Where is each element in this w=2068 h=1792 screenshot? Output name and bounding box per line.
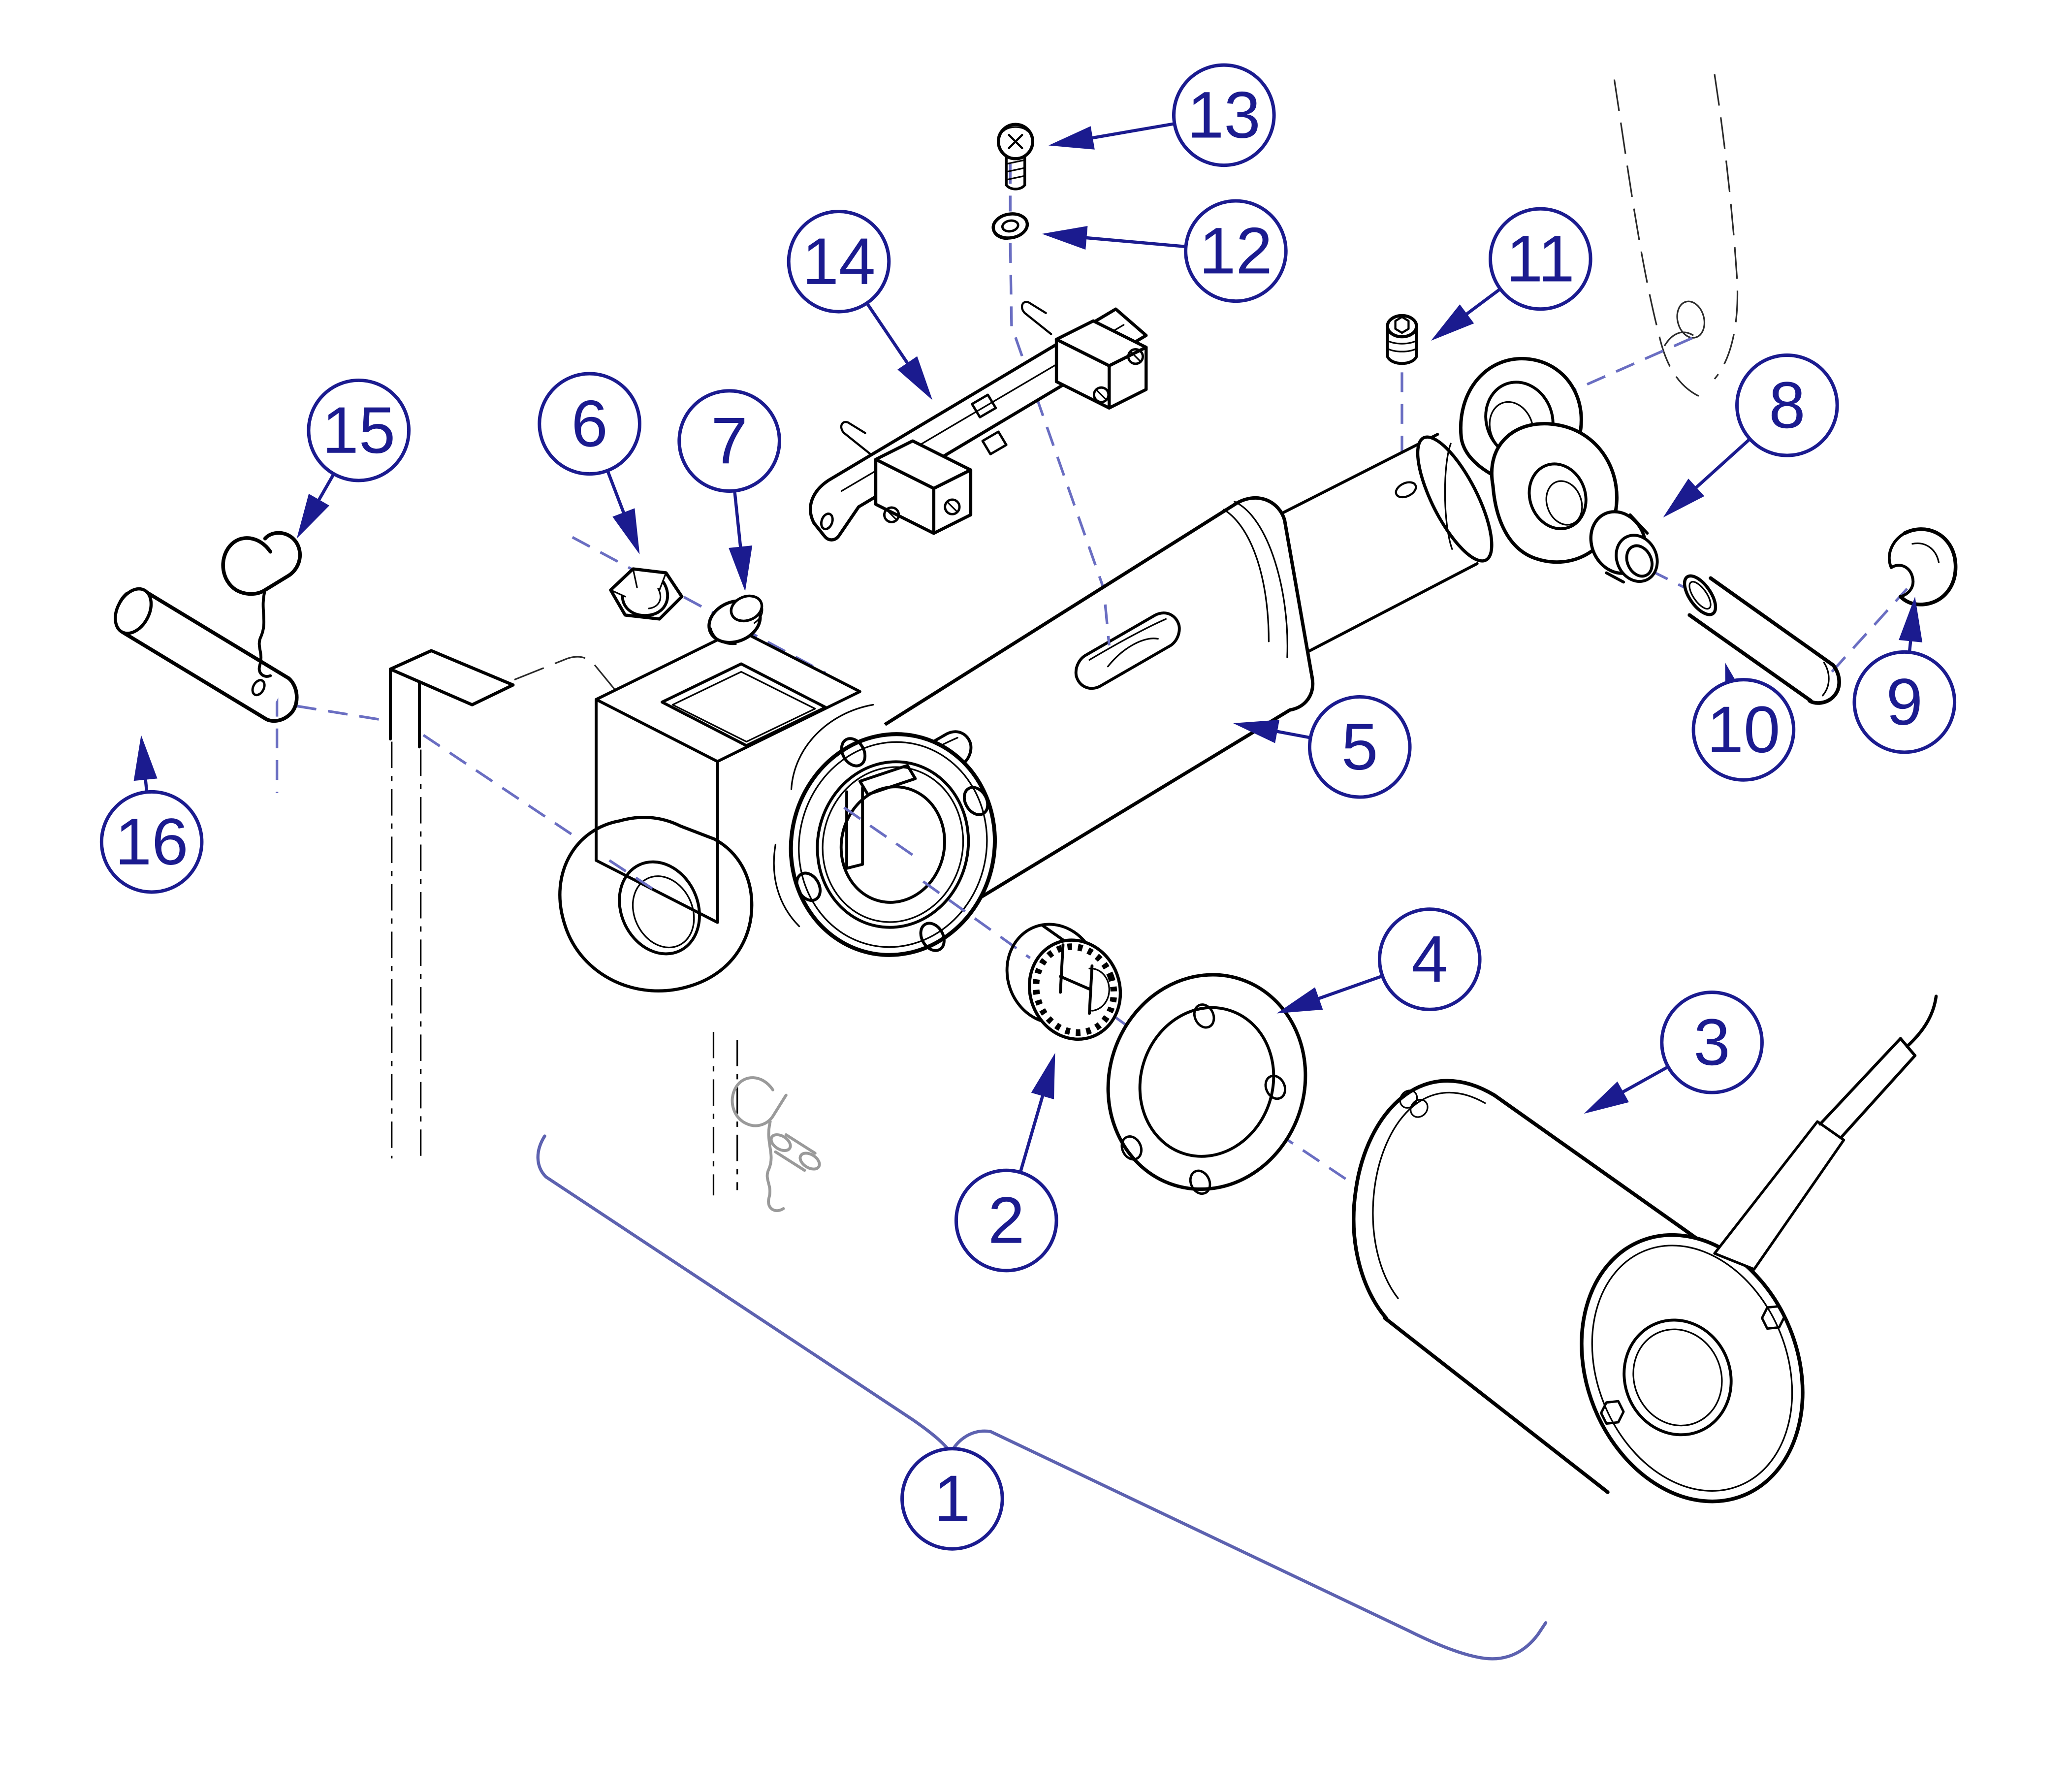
- callout-15-hairpin-clip: 15: [296, 378, 411, 539]
- callout-leader-line: [1691, 438, 1751, 492]
- callout-number: 14: [802, 225, 875, 298]
- callout-number: 13: [1187, 78, 1261, 152]
- callout-number: 3: [1693, 1006, 1730, 1079]
- callout-8-pivot-bushing: 8: [1663, 353, 1839, 518]
- callout-2-spline-coupler: 2: [954, 1053, 1058, 1273]
- callout-leader-line: [733, 490, 743, 552]
- callout-leader-line: [315, 473, 335, 505]
- gearbox-housing: [558, 628, 893, 1196]
- callout-11-set-screw: 11: [1431, 207, 1592, 341]
- callout-leader-line: [1313, 974, 1383, 1002]
- callout-arrowhead: [1233, 720, 1280, 743]
- hairpin-clip: [221, 531, 302, 678]
- washer: [991, 212, 1029, 240]
- callout-12-washer: 12: [1042, 199, 1288, 303]
- spline-coupler: [1005, 923, 1122, 1041]
- phantom-upper-arm: [1613, 74, 1739, 397]
- motor: [1351, 994, 1938, 1504]
- callout-balloon: [1489, 207, 1592, 311]
- callout-arrowhead: [133, 735, 158, 781]
- callout-number: 1: [934, 1462, 971, 1536]
- clevis-pin: [1683, 574, 1841, 705]
- callout-number: 6: [571, 387, 608, 460]
- callout-1-assembly-group: 1: [900, 1447, 1004, 1551]
- callout-3-motor: 3: [1584, 991, 1764, 1114]
- callout-number: 15: [322, 394, 395, 467]
- set-screw: [1386, 314, 1418, 365]
- callout-arrowhead: [1042, 226, 1088, 250]
- callout-6-hex-nut: 6: [538, 372, 641, 555]
- callout-balloon: [787, 210, 891, 314]
- callout-7-flanged-bumper: 7: [677, 389, 781, 592]
- callout-16-headed-clevis-pin: 16: [99, 735, 204, 894]
- mount-plate: [388, 649, 515, 1159]
- callout-leader-line: [1462, 288, 1501, 319]
- callout-leader-line: [606, 470, 627, 518]
- callout-balloon: [677, 389, 781, 493]
- callout-arrowhead: [1276, 987, 1323, 1014]
- callout-leader-line: [1081, 235, 1186, 249]
- callout-arrowhead: [1663, 479, 1705, 518]
- callout-arrowhead: [1431, 304, 1474, 341]
- headed-clevis-pin: [114, 587, 299, 723]
- callout-number: 12: [1199, 214, 1273, 288]
- callout-13-pan-head-screw: 13: [1048, 63, 1276, 167]
- callout-number: 11: [1506, 222, 1575, 295]
- callout-balloon: [99, 790, 204, 894]
- callout-balloon: [954, 1168, 1058, 1273]
- callout-leader-line: [1618, 1065, 1669, 1096]
- callout-14-limit-switch-bracket: 14: [787, 210, 933, 400]
- clevis-yoke: [1395, 357, 1619, 568]
- callout-number: 9: [1886, 666, 1923, 739]
- callout-5-actuator-tube: 5: [1233, 695, 1412, 799]
- callout-leader-line: [1272, 729, 1311, 739]
- callout-number: 8: [1769, 369, 1806, 442]
- callout-10-clevis-pin: 10: [1691, 662, 1796, 782]
- micro-switch-lower: [840, 420, 973, 535]
- callout-arrowhead: [1048, 126, 1095, 150]
- callout-number: 2: [988, 1184, 1025, 1257]
- callout-balloon: [538, 372, 641, 476]
- flanged-bumper: [707, 594, 764, 645]
- callout-arrowhead: [1031, 1053, 1055, 1100]
- callout-number: 16: [115, 805, 189, 879]
- callout-balloon: [1184, 199, 1288, 303]
- callout-balloon: [1660, 991, 1764, 1094]
- e-ring: [1888, 527, 1958, 607]
- callout-arrowhead: [612, 508, 640, 555]
- callout-balloon: [1852, 650, 1957, 754]
- hex-nut: [609, 567, 684, 621]
- output-flange: [773, 704, 997, 957]
- callout-arrowhead: [296, 493, 330, 539]
- callout-balloon: [1307, 695, 1412, 799]
- pan-head-screw: [996, 123, 1035, 191]
- micro-switch-upper: [1020, 301, 1148, 410]
- installed-hairpin-clip: [731, 1076, 821, 1213]
- callout-balloon: [1172, 63, 1276, 167]
- callout-arrowhead: [897, 356, 933, 400]
- callout-number: 7: [711, 404, 747, 478]
- callout-leader-line: [1087, 122, 1175, 141]
- callout-leader-line: [1018, 1090, 1046, 1173]
- callout-arrowhead: [729, 545, 753, 592]
- assembly-brace-leader: [536, 1134, 1548, 1661]
- gasket: [1106, 973, 1307, 1195]
- callout-4-gasket: 4: [1276, 907, 1482, 1014]
- callout-number: 10: [1707, 693, 1780, 767]
- callout-arrowhead: [1899, 596, 1923, 642]
- callout-number: 5: [1341, 710, 1378, 784]
- callout-9-e-ring: 9: [1852, 596, 1957, 754]
- limit-switch-bracket: [809, 301, 1148, 542]
- inner-extension-tube: [1251, 433, 1479, 666]
- callout-balloon: [1691, 678, 1796, 782]
- pivot-bushing: [1589, 510, 1659, 584]
- callout-arrowhead: [1584, 1081, 1629, 1114]
- callout-leader-line: [865, 302, 912, 368]
- callout-balloon: [1377, 907, 1482, 1011]
- callout-balloon: [307, 378, 411, 482]
- callout-number: 4: [1411, 923, 1448, 996]
- callout-balloon: [1735, 353, 1839, 457]
- callout-balloon: [900, 1447, 1004, 1551]
